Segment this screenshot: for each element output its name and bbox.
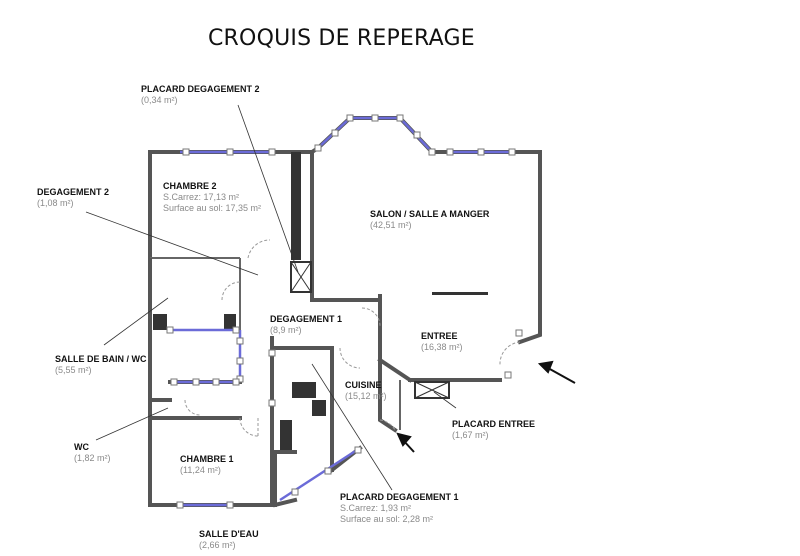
room-area: (2,66 m²) [199, 540, 236, 550]
room-name: PLACARD DEGAGEMENT 2 [141, 84, 260, 94]
label-placard-degagement-1: PLACARD DEGAGEMENT 1 S.Carrez: 1,93 m² S… [340, 492, 459, 525]
room-surface: Surface au sol: 17,35 m² [163, 203, 262, 213]
label-entree: ENTREE (16,38 m²) [421, 331, 463, 353]
room-carrez: S.Carrez: 17,13 m² [163, 192, 240, 202]
room-area: (16,38 m²) [421, 342, 463, 352]
doors [184, 239, 521, 437]
room-name: PLACARD DEGAGEMENT 1 [340, 492, 459, 502]
room-name: CHAMBRE 1 [180, 454, 234, 464]
room-name: PLACARD ENTREE [452, 419, 536, 429]
room-carrez: S.Carrez: 1,93 m² [340, 503, 412, 513]
room-area: (5,55 m²) [55, 365, 92, 375]
label-degagement-1: DEGAGEMENT 1 (8,9 m²) [270, 314, 342, 336]
page-title: CROQUIS DE REPERAGE [208, 26, 475, 51]
label-chambre-1: CHAMBRE 1 (11,24 m²) [180, 454, 234, 476]
walls [148, 116, 542, 508]
label-degagement-2: DEGAGEMENT 2 (1,08 m²) [37, 187, 109, 209]
room-area: (1,67 m²) [452, 430, 489, 440]
window-nodes [166, 114, 523, 509]
closets [153, 152, 488, 450]
room-area: (0,34 m²) [141, 95, 178, 105]
label-salle-de-bain: SALLE DE BAIN / WC (5,55 m²) [55, 354, 147, 376]
room-name: DEGAGEMENT 1 [270, 314, 343, 324]
label-cuisine: CUISINE (15,12 m²) [345, 380, 387, 402]
windows [170, 116, 512, 507]
label-wc: WC (1,82 m²) [74, 442, 111, 464]
room-name: CUISINE [345, 380, 382, 390]
room-name: WC [74, 442, 89, 452]
room-name: CHAMBRE 2 [163, 181, 217, 191]
label-placard-degagement-2: PLACARD DEGAGEMENT 2 (0,34 m²) [141, 84, 260, 106]
room-name: SALLE DE BAIN / WC [55, 354, 147, 364]
entry-arrows [396, 360, 576, 453]
room-area: (8,9 m²) [270, 325, 302, 335]
room-area: (15,12 m²) [345, 391, 387, 401]
label-salon: SALON / SALLE A MANGER (42,51 m²) [370, 209, 489, 231]
room-surface: Surface au sol: 2,28 m² [340, 514, 434, 524]
room-name: SALON / SALLE A MANGER [370, 209, 490, 219]
room-name: ENTREE [421, 331, 458, 341]
room-name: DEGAGEMENT 2 [37, 187, 110, 197]
leader-lines [85, 104, 457, 491]
label-placard-entree: PLACARD ENTREE (1,67 m²) [452, 419, 535, 441]
label-salle-d-eau: SALLE D'EAU (2,66 m²) [199, 529, 259, 551]
room-area: (1,82 m²) [74, 453, 111, 463]
room-area: (1,08 m²) [37, 198, 74, 208]
room-area: (42,51 m²) [370, 220, 412, 230]
room-area: (11,24 m²) [180, 465, 221, 475]
room-name: SALLE D'EAU [199, 529, 259, 539]
label-chambre-2: CHAMBRE 2 S.Carrez: 17,13 m² Surface au … [163, 181, 261, 214]
